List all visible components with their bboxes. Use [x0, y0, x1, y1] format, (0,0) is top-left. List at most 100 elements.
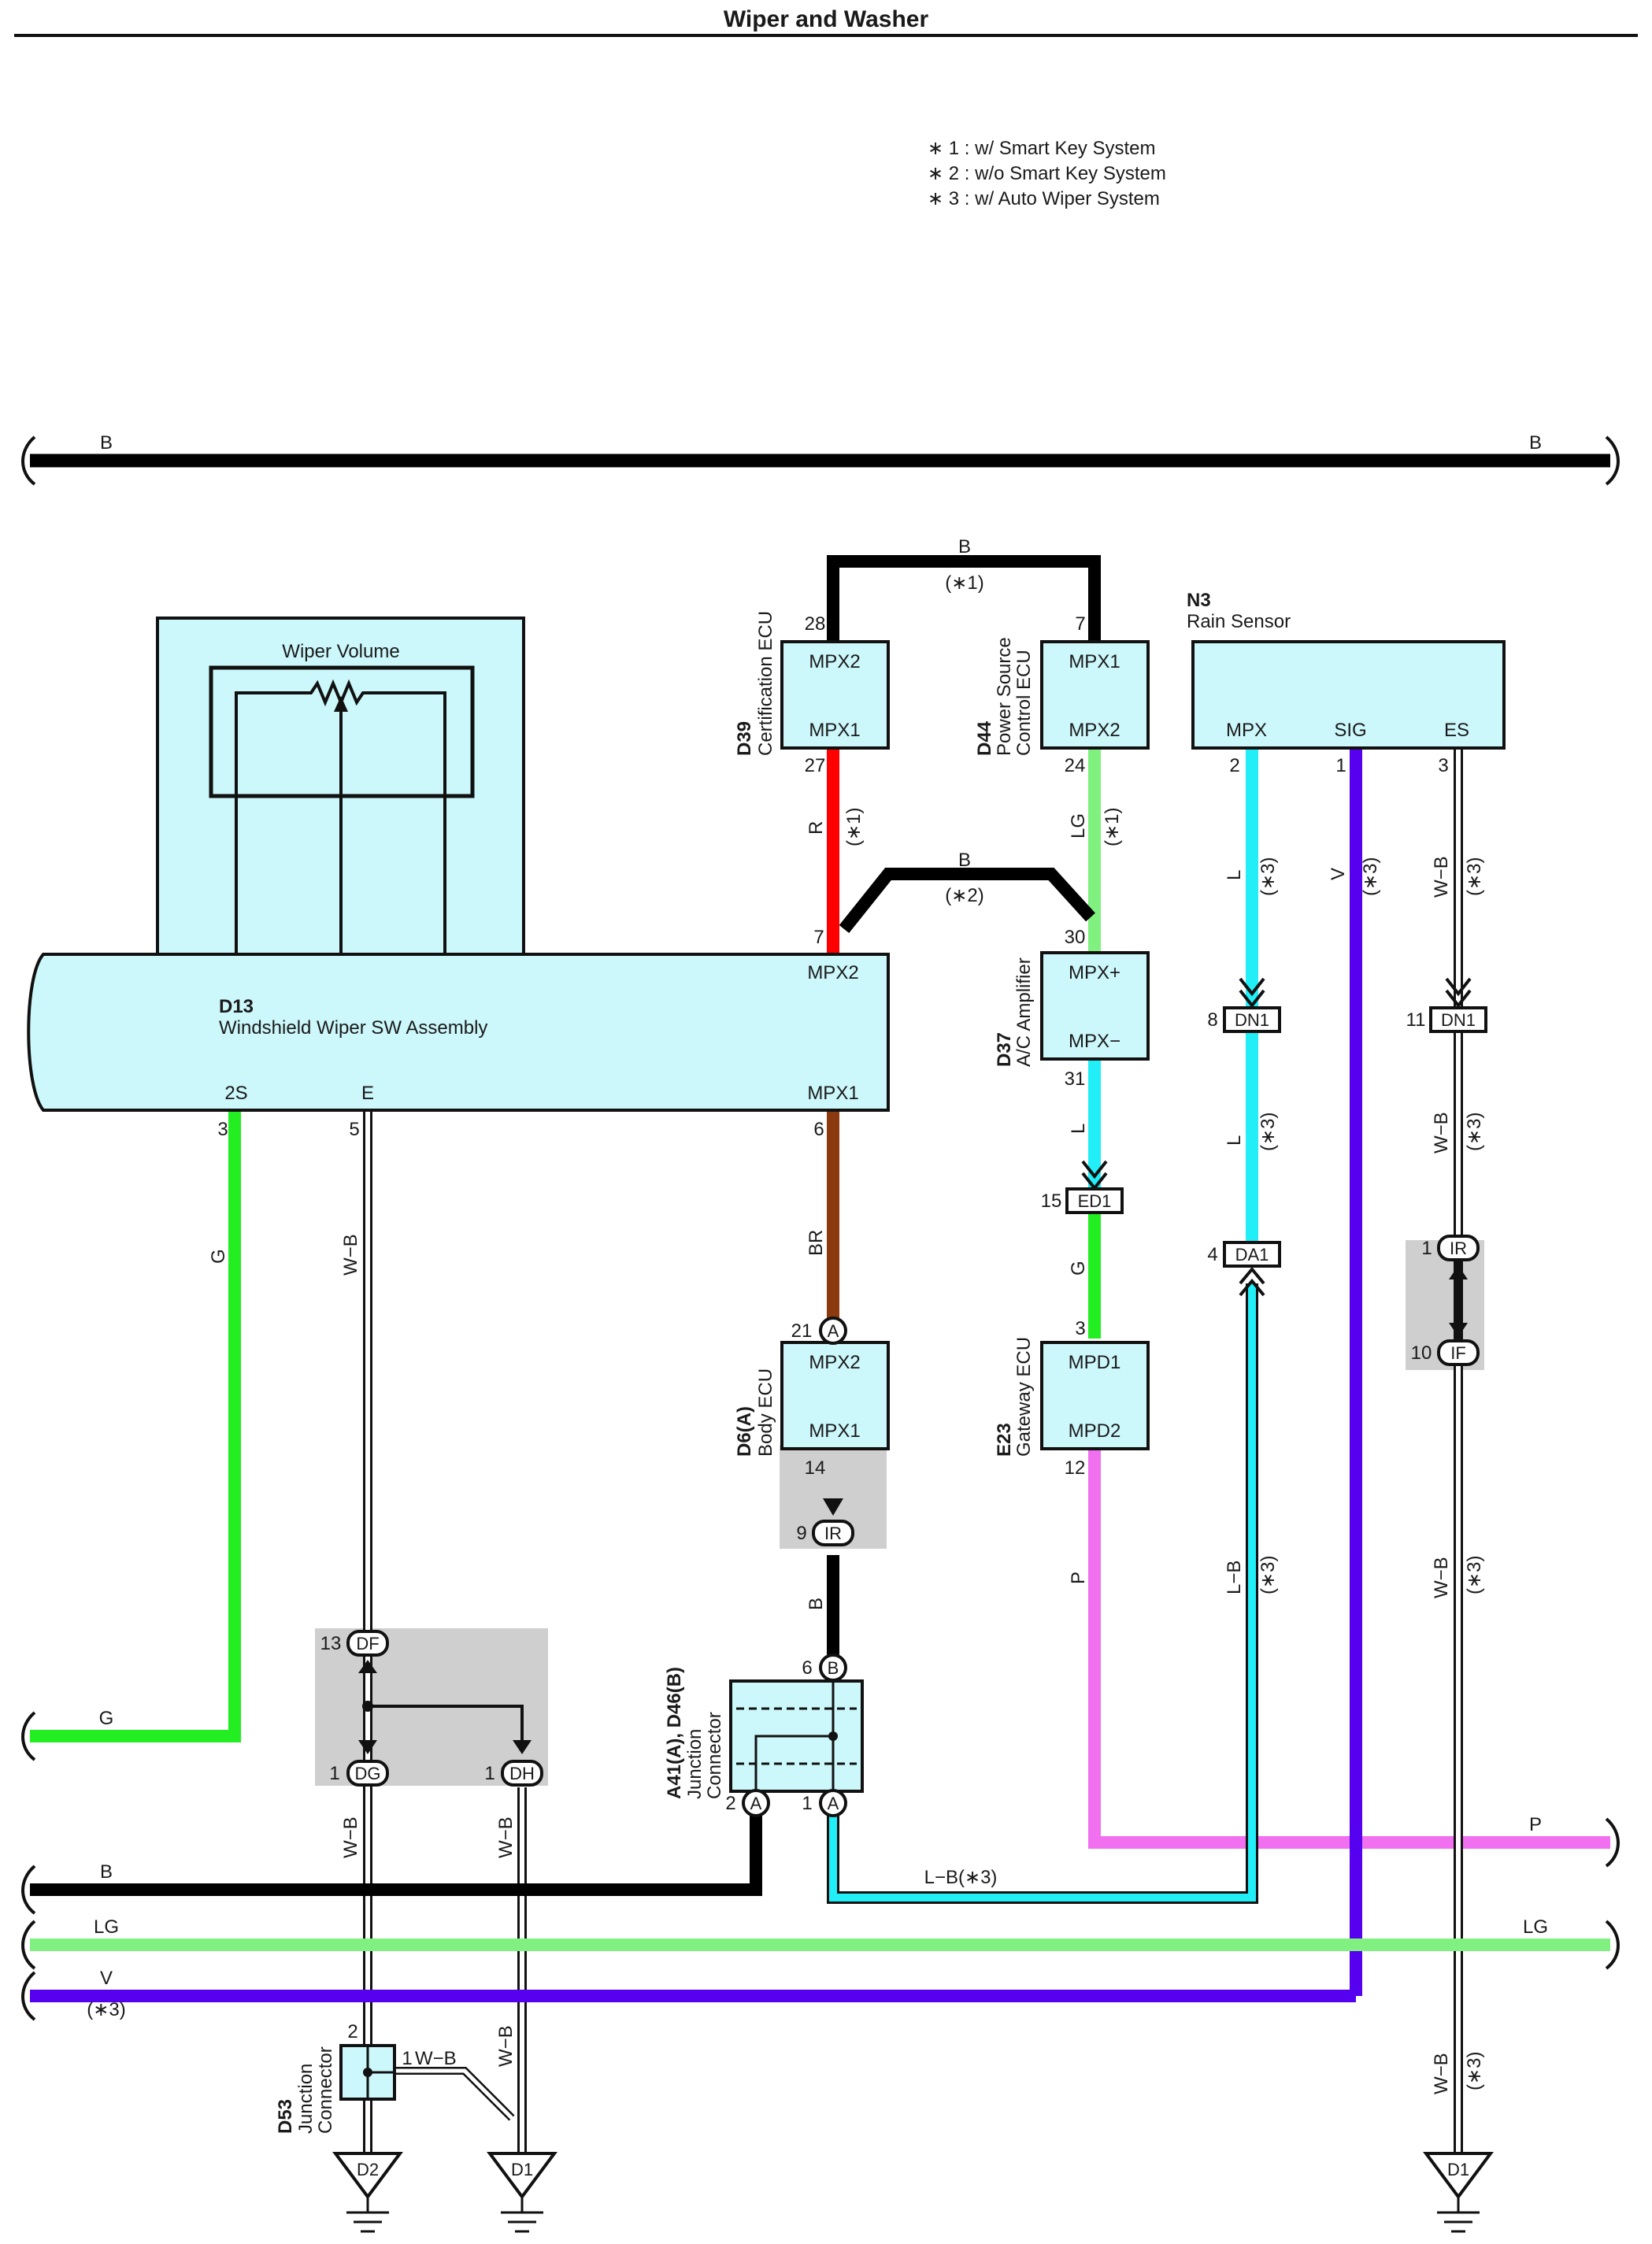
d39-terminal: MPX1 — [809, 720, 860, 741]
pin-number: 6 — [813, 1119, 824, 1140]
bus-label: LG — [94, 1916, 119, 1938]
pin-number: 1 — [802, 1793, 812, 1814]
wire-wb-d53-outline — [394, 2067, 515, 2121]
svg-text:ED1: ED1 — [1078, 1191, 1112, 1211]
pin-number: 12 — [1065, 1457, 1086, 1479]
svg-text:A: A — [828, 1321, 839, 1341]
wire-b-loop — [827, 555, 1101, 642]
connector-dn1: DN1 — [1223, 977, 1281, 1033]
break-mark — [21, 1711, 36, 1761]
splice-dot — [828, 1731, 838, 1741]
wire-label: W−B — [340, 1816, 361, 1858]
svg-text:D2: D2 — [357, 2160, 379, 2179]
svg-text:IR: IR — [1450, 1239, 1467, 1258]
junction-link — [754, 1677, 835, 1791]
d37-terminal: MPX+ — [1069, 962, 1120, 983]
d13-pin-mpx2: MPX2 — [807, 962, 858, 983]
wire-label: (∗3) — [1360, 857, 1381, 896]
connector-ir: IR — [812, 1498, 854, 1546]
svg-text:D1: D1 — [1447, 2160, 1469, 2179]
n3-terminal: SIG — [1334, 720, 1366, 741]
wire-label: G — [208, 1249, 229, 1264]
d13-pin-mpx1: MPX1 — [807, 1083, 858, 1104]
bus-label: G — [99, 1708, 114, 1729]
break-mark — [1605, 1817, 1620, 1868]
svg-text:DH: DH — [509, 1764, 535, 1783]
svg-text:DN1: DN1 — [1441, 1010, 1476, 1030]
d44-id: D44 — [974, 720, 995, 756]
n3-terminal: ES — [1444, 720, 1469, 741]
wire-b-mid — [839, 868, 1095, 933]
pin-number: 1 — [329, 1763, 339, 1784]
pin-number: 9 — [796, 1523, 806, 1544]
d6-terminal: MPX1 — [809, 1420, 860, 1442]
d13-name: Windshield Wiper SW Assembly — [219, 1017, 487, 1039]
svg-text:DA1: DA1 — [1235, 1245, 1269, 1265]
svg-text:DF: DF — [356, 1634, 379, 1653]
d13-box — [27, 953, 890, 1112]
svg-text:IF: IF — [1450, 1343, 1466, 1363]
d53-name: Connector — [315, 2046, 336, 2134]
d37-box — [1040, 951, 1150, 1061]
wire-wb-d53 — [394, 2068, 513, 2120]
pin-number: 21 — [791, 1320, 813, 1342]
wire-label: G — [1068, 1261, 1089, 1276]
wire-label: (∗3) — [1258, 857, 1279, 896]
bus-label: B — [1529, 432, 1542, 454]
pin-number: 2 — [347, 2021, 357, 2042]
pin-number: 10 — [1411, 1342, 1432, 1364]
potentiometer-symbol — [235, 679, 446, 953]
d39-id: D39 — [734, 721, 755, 756]
pin-number: 1 — [484, 1763, 494, 1784]
wire-label: W−B — [1431, 2053, 1452, 2094]
break-mark — [21, 435, 36, 486]
d6-name: Body ECU — [755, 1368, 776, 1457]
d39-terminal: MPX2 — [809, 651, 860, 672]
pin-number: 8 — [1207, 1009, 1217, 1031]
ground-d1: D1 — [1423, 2152, 1494, 2233]
e23-terminal: MPD2 — [1069, 1420, 1121, 1442]
connector-ed1: ED1 — [1065, 1160, 1124, 1214]
d37-name: A/C Amplifier — [1013, 957, 1035, 1067]
d37-terminal: MPX− — [1069, 1031, 1120, 1052]
svg-text:DN1: DN1 — [1235, 1010, 1269, 1030]
wiper-volume-label: Wiper Volume — [282, 641, 399, 662]
wire-label: B — [958, 536, 971, 557]
break-mark — [1605, 1920, 1620, 1970]
svg-text:DG: DG — [355, 1764, 381, 1783]
d13-pin-e: E — [361, 1083, 374, 1104]
d6-id: D6(A) — [734, 1406, 755, 1457]
d53-name: Junction — [295, 2064, 317, 2134]
n3-name: Rain Sensor — [1187, 611, 1291, 632]
pin-number: 1 — [402, 2048, 412, 2069]
wire-label: (∗3) — [1464, 1556, 1485, 1594]
pin-number: 1 — [1335, 755, 1346, 776]
d13-pin-2s: 2S — [224, 1083, 247, 1104]
junction-connector-id: A41(A), D46(B) — [664, 1667, 685, 1799]
svg-text:A: A — [828, 1794, 839, 1813]
connector-circles: A B A A — [742, 1316, 847, 1817]
wire-label: W−B — [340, 1234, 361, 1276]
bus-label: LG — [1523, 1916, 1548, 1938]
wire-label: B — [806, 1598, 827, 1610]
wire-label: L — [1068, 1124, 1089, 1134]
pin-number: 14 — [805, 1457, 826, 1479]
wire-label: W−B — [1431, 856, 1452, 898]
wire-label: W−B — [415, 2048, 457, 2069]
note-3: ∗ 3 : w/ Auto Wiper System — [928, 188, 1160, 209]
wire-label: (∗3) — [1464, 2052, 1485, 2090]
connector-df-dg-dh: DF DG DH — [346, 1630, 543, 1787]
pin-number: 11 — [1406, 1009, 1426, 1031]
pin-number: 6 — [802, 1657, 812, 1679]
pin-number: 28 — [805, 613, 826, 635]
junction-connector-name: Connector — [704, 1712, 725, 1799]
d44-terminal: MPX2 — [1069, 720, 1120, 741]
wire-label: (∗3) — [1464, 1113, 1485, 1151]
n3-terminal: MPX — [1226, 720, 1267, 741]
wire-label: L−B — [1224, 1561, 1245, 1594]
pin-number: 5 — [349, 1119, 359, 1140]
pin-number: 2 — [725, 1793, 735, 1814]
junction-connector-name: Junction — [684, 1729, 706, 1799]
break-mark — [21, 1920, 36, 1970]
pin-number: 27 — [805, 755, 826, 776]
